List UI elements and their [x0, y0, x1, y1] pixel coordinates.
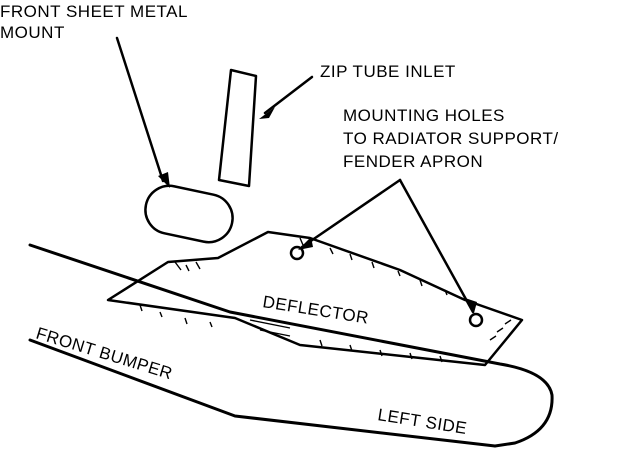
bumper-bottom-edge — [28, 338, 497, 448]
label-mounting-holes-3: FENDER APRON — [343, 152, 483, 171]
zip-tube-inlet-shape — [217, 68, 258, 188]
bumper-top-edge — [28, 243, 554, 448]
label-mounting-holes-2: TO RADIATOR SUPPORT/ — [343, 129, 559, 148]
label-front-sheet-metal-2: MOUNT — [0, 23, 65, 42]
front-sheet-metal-mount-shape — [144, 184, 234, 244]
label-mounting-holes-1: MOUNTING HOLES — [343, 106, 505, 125]
deflector-texture — [139, 237, 512, 363]
mounting-hole-2 — [468, 312, 484, 328]
label-zip-tube-inlet: ZIP TUBE INLET — [320, 62, 456, 81]
label-front-sheet-metal-1: FRONT SHEET METAL — [0, 2, 188, 21]
leader-arrows — [115, 36, 477, 314]
mounting-hole-1 — [289, 245, 305, 261]
label-front-bumper: FRONT BUMPER — [34, 324, 175, 384]
deflector-plate — [106, 230, 524, 367]
